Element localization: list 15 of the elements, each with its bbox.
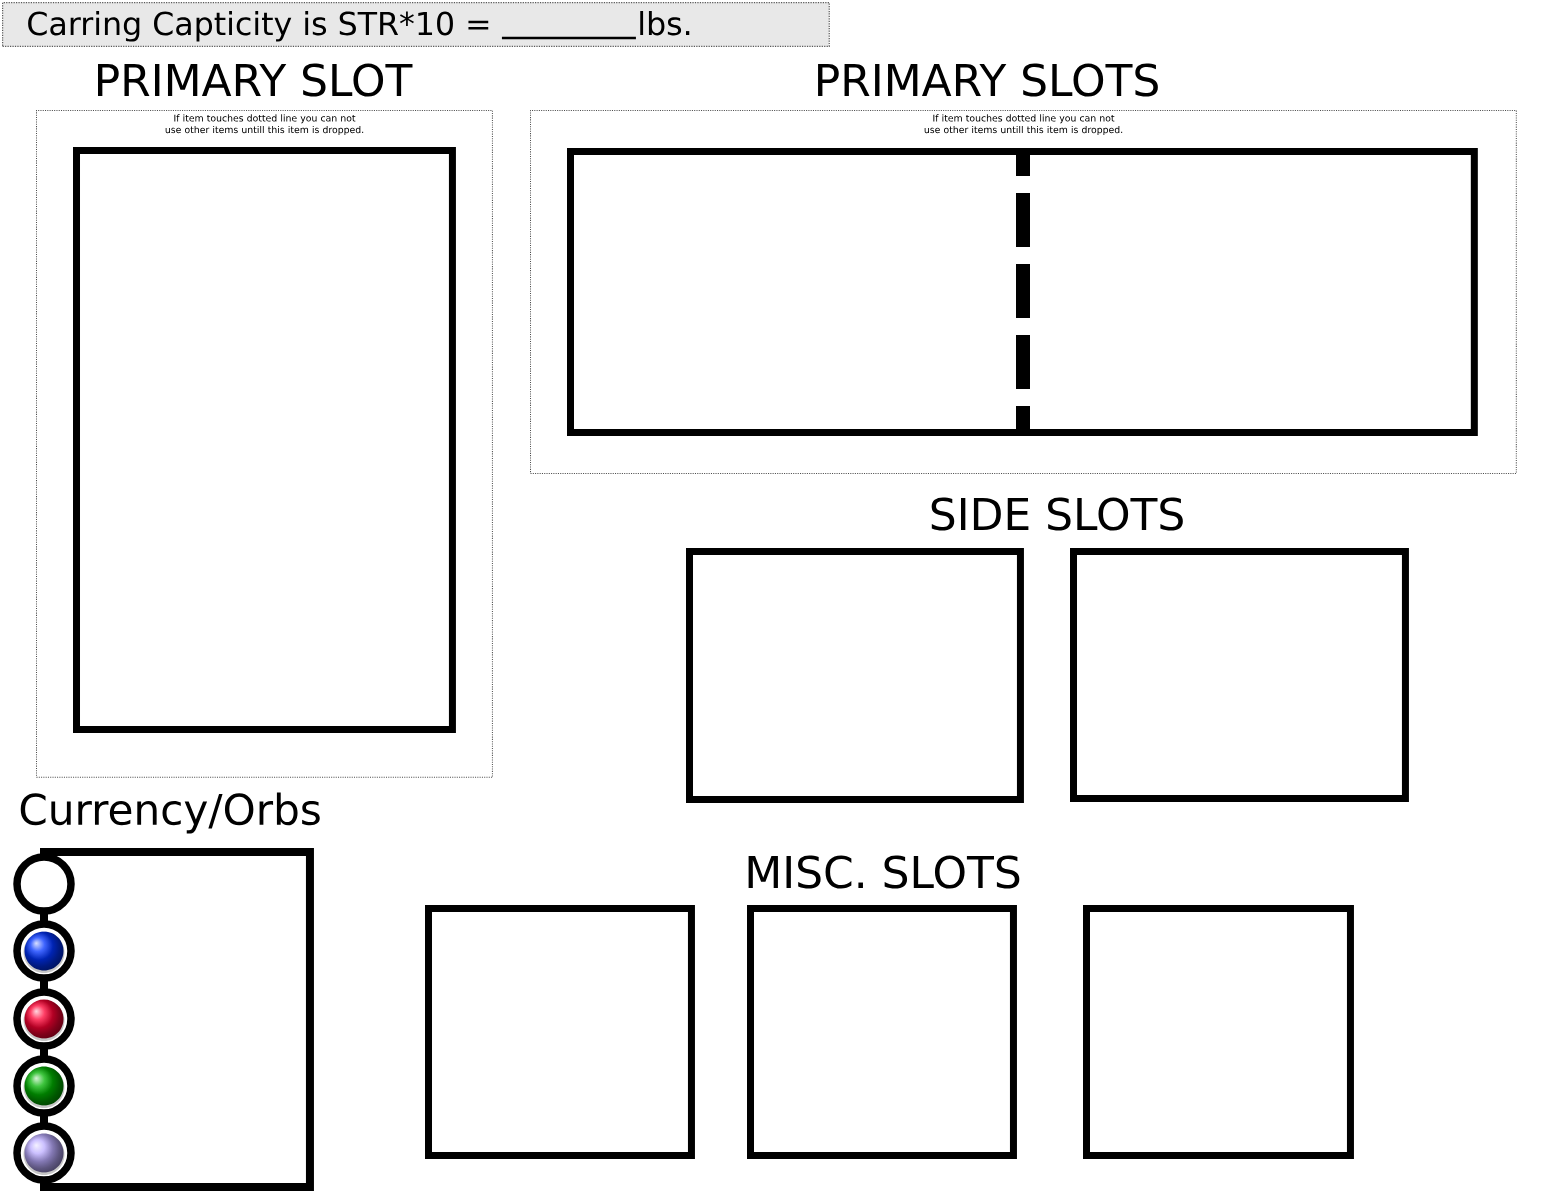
section-heading: PRIMARY SLOT (98, 63, 413, 97)
section-heading: PRIMARY SLOTS (818, 63, 1158, 97)
note-text: If item touches dotted line you can not use other items untill this item is dropped. (924, 114, 1123, 135)
slot-box (686, 548, 1024, 803)
section-heading: SIDE SLOTS (931, 497, 1183, 531)
slot-box (73, 147, 456, 733)
slot-box (425, 905, 695, 1159)
section-heading: Currency/Orbs (20, 792, 320, 834)
banner-text: lbs. (640, 10, 690, 36)
section-heading: MISC. SLOTS (748, 855, 1020, 889)
slot-box (747, 905, 1017, 1159)
slot-box (1070, 548, 1409, 802)
banner-text: Carring Capticity is STR*10 = (28, 10, 489, 42)
slot-box (1083, 905, 1354, 1159)
note-text: If item touches dotted line you can not use other items untill this item is dropped. (165, 114, 364, 135)
